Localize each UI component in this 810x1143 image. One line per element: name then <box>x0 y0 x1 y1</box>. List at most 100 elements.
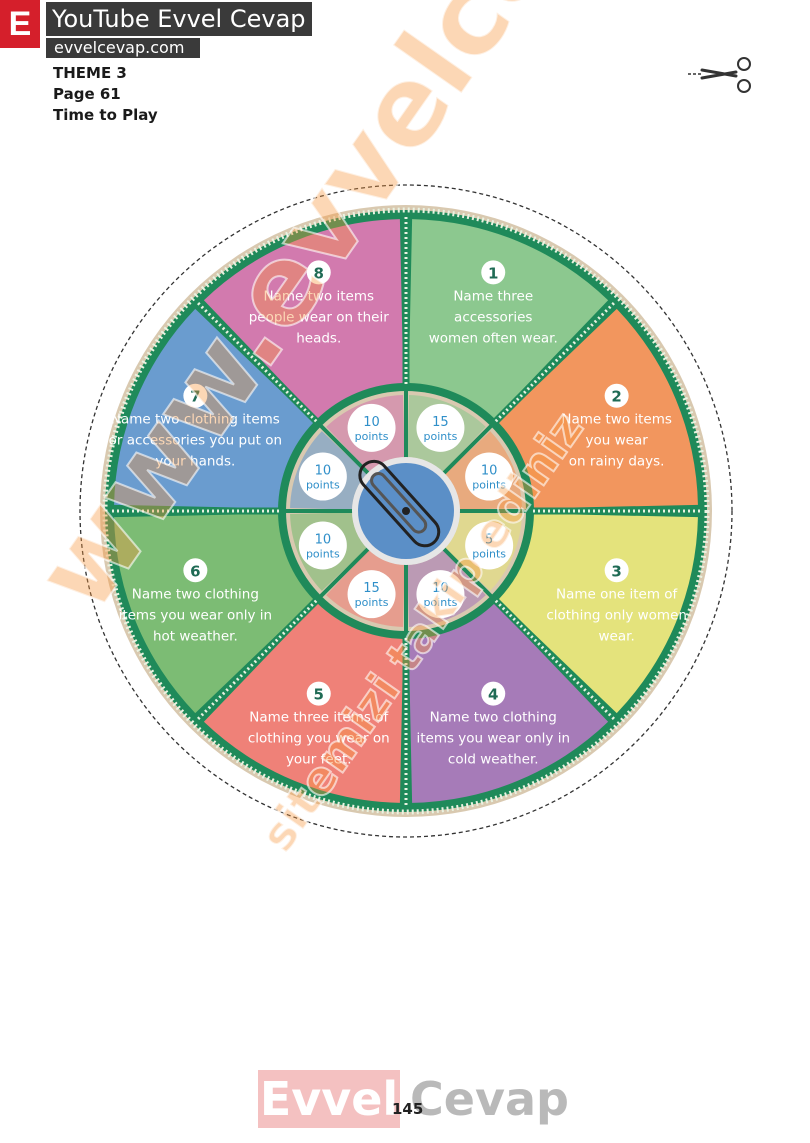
segment-1-text-line: Name three <box>453 288 533 304</box>
points-value: 5 <box>485 532 493 547</box>
segment-8-text-line: Name two items <box>263 288 374 304</box>
wheel-segment-6 <box>114 513 314 714</box>
points-unit: points <box>424 596 458 609</box>
segment-8-text-line: people wear on their <box>249 309 390 325</box>
segment-number-badge-1: 1 <box>481 260 506 285</box>
segment-divider-ticks <box>491 596 617 722</box>
segment-3-text-line: wear. <box>599 628 635 644</box>
number-badge-circle <box>604 558 629 583</box>
points-chip-circle <box>416 570 465 619</box>
segment-number-badge-8: 8 <box>306 260 331 285</box>
points-unit: points <box>472 479 506 492</box>
segment-number-badge-2: 2 <box>604 383 629 408</box>
segment-1-text-line: women often wear. <box>429 330 558 346</box>
points-value: 10 <box>481 464 498 479</box>
number-badge-circle <box>481 260 506 285</box>
segment-number: 7 <box>190 388 200 406</box>
segment-number: 2 <box>611 388 621 406</box>
segment-number: 6 <box>190 562 200 580</box>
points-chip-circle <box>298 521 347 570</box>
segment-7-text-line: your hands. <box>155 454 235 470</box>
segment-number-badge-7: 7 <box>183 383 208 408</box>
number-badge-circle <box>183 558 208 583</box>
segment-8-text-line: heads. <box>296 330 341 346</box>
segment-6-text-line: hot weather. <box>153 628 238 644</box>
brand-url[interactable]: evvelcevap.com <box>46 38 200 58</box>
inner-divider <box>441 423 494 476</box>
points-chip-circle <box>465 452 514 501</box>
number-badge-circle <box>306 681 331 706</box>
paper-clip-inner <box>370 472 428 534</box>
points-value: 10 <box>363 415 380 430</box>
wheel-segment-3 <box>498 513 698 714</box>
segment-divider-ticks <box>195 596 321 722</box>
segment-2-text-line: you wear <box>586 433 649 449</box>
segment-3-text-line: Name one item of <box>556 586 679 602</box>
points-chip-circle <box>347 570 396 619</box>
points-value: 15 <box>432 415 449 430</box>
wheel-border-ticks <box>102 207 710 815</box>
segment-number: 1 <box>488 264 498 282</box>
segment-number-badge-5: 5 <box>306 681 331 706</box>
paper-clip-icon <box>358 459 441 548</box>
points-unit: points <box>306 479 340 492</box>
points-chip-circle <box>298 452 347 501</box>
wheel-segment-1 <box>408 219 609 419</box>
segment-divider-ticks <box>195 300 321 426</box>
segment-5-text-line: your feet. <box>286 752 352 768</box>
number-badge-circle <box>306 260 331 285</box>
page-number: 145 <box>392 1100 424 1118</box>
segment-number: 3 <box>611 562 621 580</box>
page-label: Page 61 <box>53 85 121 103</box>
section-title: Time to Play <box>53 106 158 124</box>
segment-number: 8 <box>314 264 324 282</box>
segment-5-text-line: Name three items of <box>249 710 389 726</box>
points-chip-circle <box>416 403 465 452</box>
segment-6-text-line: Name two clothing <box>132 586 259 602</box>
theme-label: THEME 3 <box>53 64 127 82</box>
points-unit: points <box>306 547 340 560</box>
segment-6-text-line: items you wear only in <box>119 607 273 623</box>
footer-logo-cevap: Cevap <box>410 1072 569 1126</box>
brand-title[interactable]: YouTube Evvel Cevap <box>46 2 312 36</box>
segment-number-badge-4: 4 <box>481 681 506 706</box>
points-value: 15 <box>363 581 380 596</box>
wheel-segment-5 <box>203 603 404 803</box>
points-chip-circle <box>465 521 514 570</box>
segment-5-text-line: clothing you wear on <box>248 731 390 747</box>
cut-line <box>79 184 733 838</box>
wheel-segment-7 <box>114 308 314 509</box>
points-unit: points <box>355 596 389 609</box>
points-value: 10 <box>315 532 332 547</box>
segment-number-badge-3: 3 <box>604 558 629 583</box>
footer-logo: Evvel Cevap <box>258 1070 569 1128</box>
points-unit: points <box>424 430 458 443</box>
spinner-pin <box>402 507 410 515</box>
paper-clip-outer <box>358 459 441 548</box>
segment-number: 5 <box>314 686 324 704</box>
brand-logo: E <box>0 0 40 48</box>
points-unit: points <box>355 430 389 443</box>
inner-divider <box>318 423 371 476</box>
wheel-segment-4 <box>408 603 609 803</box>
inner-divider <box>318 546 371 599</box>
inner-divider <box>441 546 494 599</box>
segment-4-text-line: items you wear only in <box>416 731 570 747</box>
footer-logo-evvel: Evvel <box>258 1070 400 1128</box>
number-badge-circle <box>481 681 506 706</box>
segment-number: 4 <box>488 686 498 704</box>
points-chip-circle <box>347 403 396 452</box>
segment-7-text-line: Name two clothing items <box>111 412 280 428</box>
segment-4-text-line: cold weather. <box>448 752 539 768</box>
segment-1-text-line: accessories <box>454 309 532 325</box>
segment-divider-ticks <box>491 300 617 426</box>
